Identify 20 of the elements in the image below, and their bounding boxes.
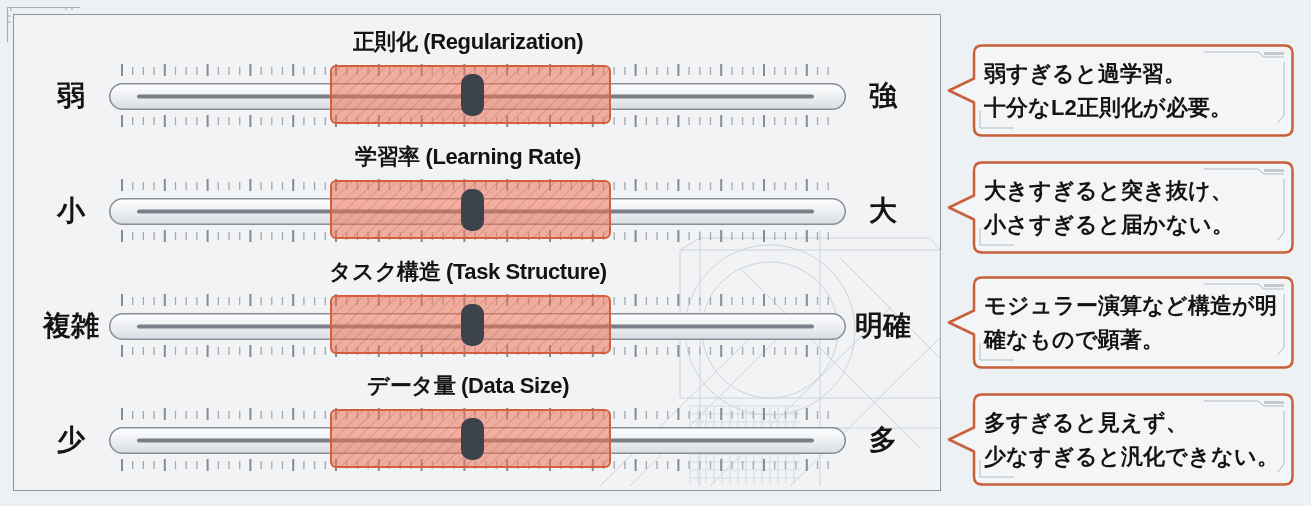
callout-text: 弱すぎると過学習。十分なL2正則化が必要。 <box>984 59 1233 122</box>
scale-end-label: 少 <box>57 423 85 457</box>
scale-end-label: 明確 <box>855 309 911 343</box>
scale-end-label: 大 <box>869 194 897 228</box>
slider-title: データ量 (Data Size) <box>366 373 570 399</box>
scale-end-label: 多 <box>869 423 897 457</box>
scale-end-label: 複雑 <box>43 309 99 343</box>
callout-text: 多すぎると見えず、少なすぎると汎化できない。 <box>984 408 1280 471</box>
callout-text: 大きすぎると突き抜け、小さすぎると届かない。 <box>984 176 1235 239</box>
slider-title: タスク構造 (Task Structure) <box>329 259 607 285</box>
speech-bubble <box>947 276 1294 369</box>
speech-bubble <box>947 44 1294 137</box>
speech-bubble <box>947 161 1294 254</box>
slider-title: 学習率 (Learning Rate) <box>355 144 581 170</box>
scale-end-label: 弱 <box>57 79 85 113</box>
callout-text: モジュラー演算など構造が明確なもので顕著。 <box>984 291 1278 354</box>
slider-title: 正則化 (Regularization) <box>352 29 584 55</box>
scale-end-label: 小 <box>57 194 85 228</box>
speech-bubble <box>947 393 1294 486</box>
scale-end-label: 強 <box>869 79 897 113</box>
